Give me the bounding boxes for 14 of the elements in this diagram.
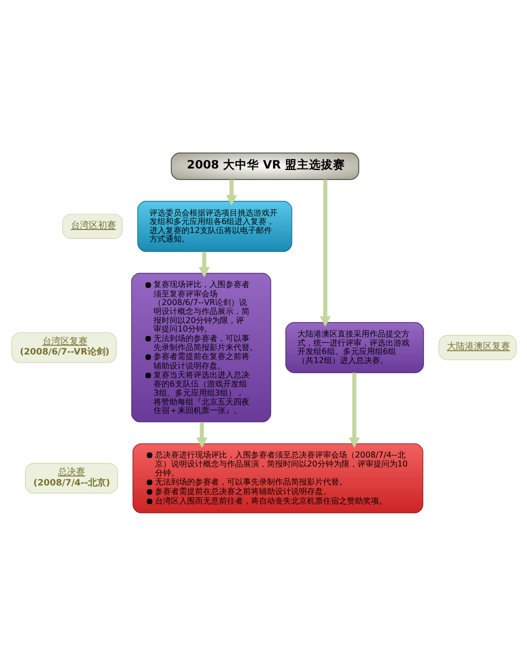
arrow [198,251,210,277]
arrow [348,372,360,448]
node-box: 评选委员会根据评选项目挑选游戏开发组和多元应用组各6组进入复赛，进入复赛的12支队伍将以电子邮件方式通知。 [136,200,292,252]
node-box: 大陆港澳区复赛 [438,334,516,360]
arrow [196,422,207,448]
arrow [226,179,237,206]
node-box: 2008 大中华 VR 盟主选拔赛 [170,152,359,180]
arrow [319,179,330,326]
node-box: 大陆港澳区直接采用作品提交方式，统一进行评审，评选出游戏开发组6组、多元应用组6组（共12组）进入总决赛。 [284,322,424,373]
node-box: 台湾区复赛 (2008/6/7--VR论剑) [10,332,116,362]
node-box: 复赛现场评比，入围参赛者须至复赛评审会场（2008/6/7--VR论剑）说明设计概念与作品展示，简报时间以20分钟为限，评审提问10分钟。 无法到场的参赛者，可以事先录制作品简报影片来代替。 参赛者需提前在复赛之前将辅助设计说明存盘。 复赛当天将评选出进入总决赛的6支队伍（游戏开发组3组、多元应用组3组），将赞助每组『北京五天四夜住宿＋来回机票一张』。 [130,272,271,422]
node-box: 总决赛进行现场评比，入围参赛者须至总决赛评审会场（2008/7/4--北京）说明设计概念与作品展演，简报时间以20分钟为限，评审提问为10分钟。 无法到场的参赛者，可以事先录制作品简报影片代替。 参赛者需提前在总决赛之前将辅助设计说明存盘。 台湾区入围而无意前往者，将自动丧失北京机票住宿之赞助奖项。 [132,442,423,513]
node-box: 总决赛 (2008/7/4--北京) [24,462,118,494]
node-box: 台湾区初赛 [62,213,122,238]
